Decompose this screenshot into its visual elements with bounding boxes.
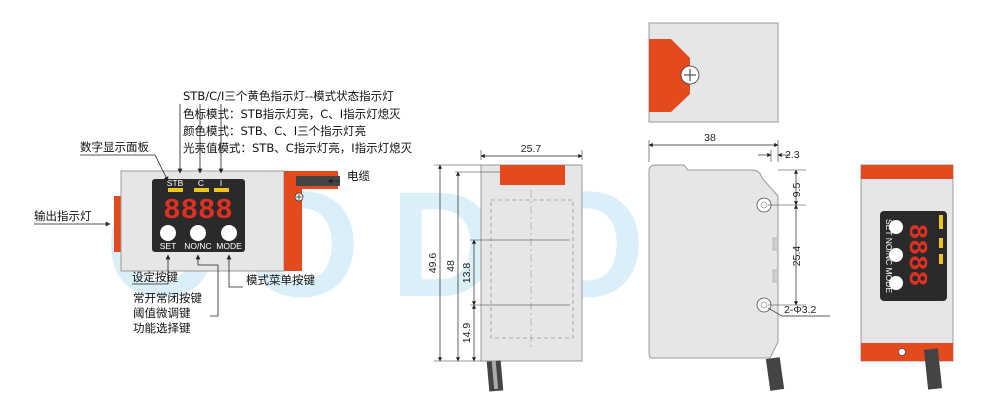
set-key-label: 设定按键 — [132, 270, 178, 284]
color-mode-label: 颜色模式：STB、C、I三个指示灯亮 — [183, 124, 366, 138]
right-btn-2 — [889, 248, 903, 262]
mode-button[interactable] — [221, 225, 237, 241]
right-seven-segment: 8888 — [902, 224, 932, 286]
seven-segment-display: 8888 — [163, 194, 233, 227]
nonc-key-label: 常开常闭按键 — [133, 291, 202, 305]
top-view — [648, 22, 779, 123]
right-btn-labels: SET NO/NC MODE — [884, 219, 894, 293]
dim-length-38: 38 — [704, 132, 716, 144]
cable-right — [923, 348, 943, 390]
top-cap — [500, 165, 565, 185]
nonc-button[interactable] — [190, 225, 206, 241]
right-panel-view: 8888 SET NO/NC MODE — [860, 164, 954, 390]
top-view-accent — [649, 39, 690, 112]
window-outline — [490, 199, 574, 339]
set-button[interactable] — [160, 225, 176, 241]
dim-13-8: 13.8 — [461, 263, 473, 284]
nonc-button-label: NO/NC — [184, 241, 211, 251]
dim-height-total: 49.6 — [427, 253, 439, 274]
front-view-annotations: STB/C/I三个黄色指示灯--模式状态指示灯 色标模式：STB指示灯亮，C、I… — [34, 89, 413, 335]
light-mode-label: 光亮值模式：STB、C指示灯亮，I指示灯熄灭 — [183, 141, 413, 155]
housing-side — [648, 164, 779, 359]
indicator-title-label: STB/C/I三个黄色指示灯--模式状态指示灯 — [183, 89, 394, 103]
dim-14-9: 14.9 — [461, 323, 473, 344]
mode-button-label: MODE — [216, 241, 242, 251]
dim-25-4: 25.4 — [791, 246, 803, 267]
dim-width-front: 25.7 — [521, 143, 542, 155]
cable-label: 电缆 — [347, 169, 370, 183]
housing-front-elevation — [480, 164, 583, 362]
threshold-key-label: 阈值微调键 — [133, 306, 191, 320]
cable — [296, 176, 340, 186]
front-panel-view: STB C I 8888 SET NO/NC MODE — [114, 170, 340, 272]
indicator-i-lamp — [214, 188, 229, 192]
output-indicator-lens — [114, 196, 122, 252]
mark-mode-label: 色标模式：STB指示灯亮，C、I指示灯熄灭 — [183, 107, 401, 121]
side-view: 38 2.3 9.5 25.4 2-Φ3.2 — [648, 132, 830, 391]
right-btn-3 — [889, 276, 903, 290]
cable-side — [765, 357, 785, 391]
dim-height-48: 48 — [445, 260, 457, 272]
dim-2-3: 2.3 — [785, 149, 800, 161]
indicator-c-label: C — [198, 178, 204, 188]
indicator-stb-label: STB — [167, 178, 184, 188]
right-btn-1 — [889, 220, 903, 234]
digital-panel-label: 数字显示面板 — [80, 140, 149, 154]
indicator-c-lamp — [194, 188, 209, 192]
indicator-stb-lamp — [168, 188, 183, 192]
dim-9-5: 9.5 — [791, 183, 803, 198]
indicator-i-label: I — [220, 178, 222, 188]
set-button-label: SET — [160, 241, 177, 251]
output-indicator-label: 输出指示灯 — [34, 209, 92, 223]
dim-holes: 2-Φ3.2 — [784, 304, 816, 316]
front-dimension-view: 25.7 49.6 48 13.8 14.9 — [427, 143, 583, 392]
mode-menu-key-label: 模式菜单按键 — [246, 273, 315, 287]
function-key-label: 功能选择键 — [133, 321, 191, 335]
